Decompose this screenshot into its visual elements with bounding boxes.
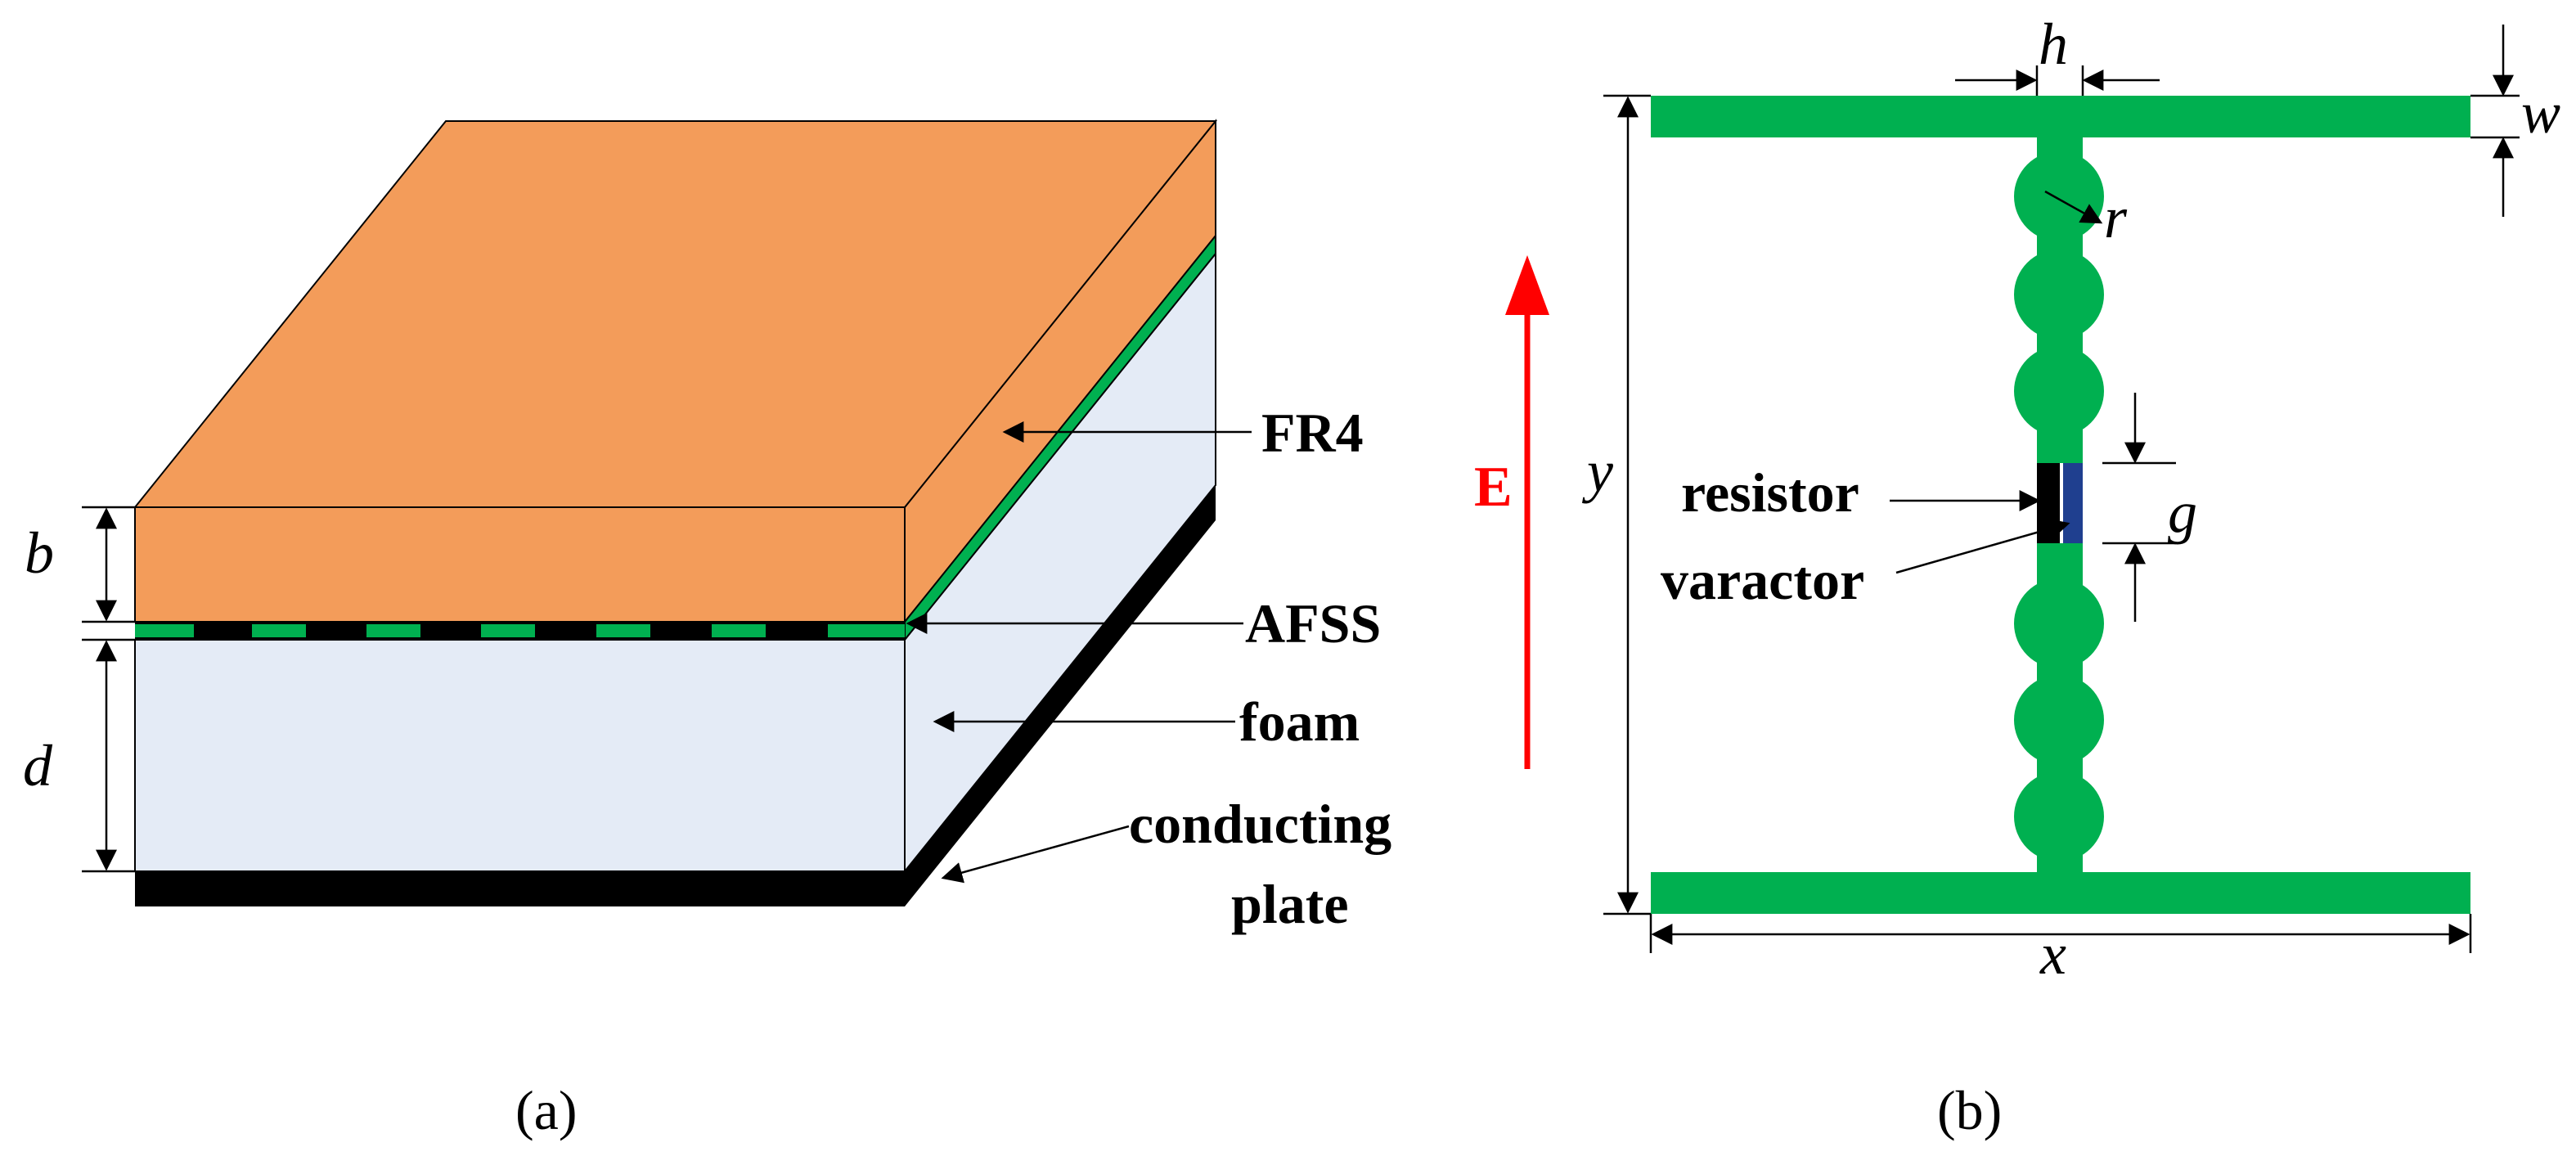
bottom-strip (1651, 872, 2470, 914)
resistor-label: resistor (1681, 461, 1859, 524)
caption-b: (b) (1937, 1079, 2002, 1141)
conducting-plate-front (135, 871, 905, 906)
dimension-d (82, 638, 135, 873)
dimension-b (82, 506, 135, 623)
e-field-arrowhead (1505, 255, 1549, 315)
dimension-x (1649, 914, 2472, 953)
top-strip (1651, 96, 2470, 137)
conducting-label: conducting (1129, 793, 1391, 855)
fr4-label: FR4 (1261, 402, 1364, 464)
dimension-y (1603, 94, 1651, 915)
foam-front (134, 639, 906, 872)
dimension-r-arrow (2044, 190, 2103, 224)
leader-lines-a (906, 421, 1252, 884)
dimension-b-label: b (25, 520, 54, 586)
varactor-label: varactor (1661, 549, 1864, 611)
leader-lines-b (1890, 490, 2070, 574)
varactor-element (2063, 463, 2083, 543)
dimension-w (2470, 25, 2520, 217)
plate-label: plate (1231, 873, 1349, 935)
dimension-g-label: g (2168, 479, 2197, 545)
dimension-h-label: h (2039, 11, 2068, 77)
conducting-leader (941, 825, 1130, 884)
caption-a: (a) (515, 1079, 577, 1141)
e-field-label: E (1474, 456, 1513, 519)
dimension-w-label: w (2521, 80, 2560, 146)
panel-b: E h (1474, 11, 2560, 1141)
afss-label: AFSS (1245, 592, 1381, 654)
varactor-leader (1895, 518, 2070, 574)
foam-label: foam (1239, 690, 1360, 753)
panel-a: b d FR4 AFSS foam conducting plate (a) (23, 119, 1391, 1141)
dimension-r-label: r (2104, 185, 2128, 250)
afss-pattern (135, 624, 905, 637)
dimension-x-label: x (2039, 921, 2066, 987)
dimension-h (1955, 65, 2160, 96)
conducting-plate-side (905, 485, 1216, 906)
fr4-front (134, 506, 906, 623)
dimension-g (2102, 393, 2176, 622)
dimension-y-label: y (1581, 439, 1613, 504)
dimension-d-label: d (23, 733, 53, 798)
